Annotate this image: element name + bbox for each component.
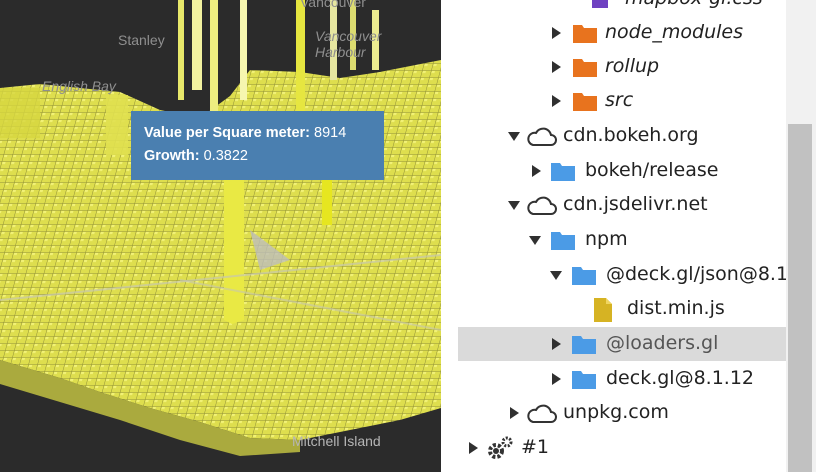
tree-item-label: #1: [521, 436, 550, 458]
tree-item-label: mapbox-gl.css: [625, 0, 763, 9]
tooltip-growth-line: Growth: 0.3822: [144, 145, 384, 168]
collapse-arrow-icon[interactable]: [550, 271, 562, 280]
folder-icon: [572, 371, 596, 389]
label-stanley: Stanley: [118, 32, 165, 48]
tree-item-label: npm: [585, 228, 628, 250]
folder-icon: [573, 25, 597, 43]
label-english-bay: English Bay: [42, 78, 116, 94]
tree-item-loaders-gl[interactable]: @loaders.gl: [458, 327, 786, 361]
expand-arrow-icon[interactable]: [552, 338, 561, 350]
tree-item-deckgl-json[interactable]: @deck.gl/json@8.1.: [441, 258, 786, 292]
tree-scrollbar[interactable]: [786, 0, 816, 472]
expand-arrow-icon[interactable]: [552, 373, 561, 385]
expand-arrow-icon[interactable]: [510, 407, 519, 419]
tree-item-label: cdn.bokeh.org: [563, 124, 699, 146]
folder-icon: [572, 267, 596, 285]
tree-item-cdn-jsdelivr[interactable]: cdn.jsdelivr.net: [441, 188, 786, 222]
tree-item-node-modules[interactable]: node_modules: [441, 16, 786, 50]
tree-item-bokeh-release[interactable]: bokeh/release: [441, 154, 786, 188]
tree-item-worker-1[interactable]: #1: [441, 431, 786, 465]
map-view[interactable]: Vancouver Stanley Vancouver Harbour Engl…: [0, 0, 441, 472]
folder-icon: [573, 93, 597, 111]
expand-arrow-icon[interactable]: [552, 61, 561, 73]
map-tooltip: Value per Square meter: 8914 Growth: 0.3…: [131, 111, 384, 180]
file-js-icon: [594, 298, 612, 322]
expand-arrow-icon[interactable]: [469, 442, 478, 454]
file-css-icon: [592, 0, 608, 8]
tree-item-label: node_modules: [605, 21, 744, 43]
tree-item-cdn-bokeh[interactable]: cdn.bokeh.org: [441, 119, 786, 153]
folder-icon: [572, 336, 596, 354]
collapse-arrow-icon[interactable]: [529, 236, 541, 245]
tooltip-value-label: Value per Square meter:: [144, 125, 311, 141]
tree-item-label: @loaders.gl: [606, 332, 719, 354]
tree-item-npm[interactable]: npm: [441, 223, 786, 257]
expand-arrow-icon[interactable]: [532, 165, 541, 177]
tooltip-growth-label: Growth:: [144, 148, 200, 164]
tree-item-unpkg[interactable]: unpkg.com: [441, 396, 786, 430]
cloud-icon: [527, 404, 557, 423]
expand-arrow-icon[interactable]: [552, 95, 561, 107]
cloud-icon: [527, 196, 557, 215]
tree-item-dist-min-js[interactable]: dist.min.js: [441, 292, 786, 326]
label-mitchell-island: Mitchell Island: [292, 433, 381, 449]
tree-item-src[interactable]: src: [441, 84, 786, 118]
collapse-arrow-icon[interactable]: [508, 132, 520, 141]
collapse-arrow-icon[interactable]: [508, 201, 520, 210]
tree-item-label: @deck.gl/json@8.1.: [606, 263, 786, 285]
tooltip-value-line: Value per Square meter: 8914: [144, 122, 384, 145]
tree-item-label: cdn.jsdelivr.net: [563, 193, 708, 215]
tooltip-growth: 0.3822: [203, 148, 248, 164]
tree-item-label: src: [605, 89, 634, 111]
tree-item-label: rollup: [605, 55, 660, 77]
tree-item-label: deck.gl@8.1.12: [606, 367, 755, 389]
folder-icon: [551, 232, 575, 250]
tree-item-label: bokeh/release: [585, 159, 719, 181]
tree-item-rollup[interactable]: rollup: [441, 50, 786, 84]
tree-item-mapbox-css[interactable]: mapbox-gl.css: [441, 0, 786, 16]
sources-tree[interactable]: mapbox-gl.css node_modules rollup src cd…: [441, 0, 786, 472]
tree-item-deckgl[interactable]: deck.gl@8.1.12: [441, 362, 786, 396]
folder-icon: [551, 163, 575, 181]
cloud-icon: [527, 127, 557, 146]
tooltip-value: 8914: [314, 125, 347, 141]
folder-icon: [573, 59, 597, 77]
gear-icon: [488, 436, 513, 459]
expand-arrow-icon[interactable]: [552, 27, 561, 39]
tree-item-label: unpkg.com: [563, 401, 669, 423]
label-vancouver: Vancouver: [300, 0, 366, 10]
city-3d-map[interactable]: [0, 0, 441, 472]
tree-item-label: dist.min.js: [627, 297, 725, 319]
scrollbar-thumb[interactable]: [788, 124, 812, 472]
label-vancouver-harbour: Vancouver Harbour: [315, 28, 382, 60]
